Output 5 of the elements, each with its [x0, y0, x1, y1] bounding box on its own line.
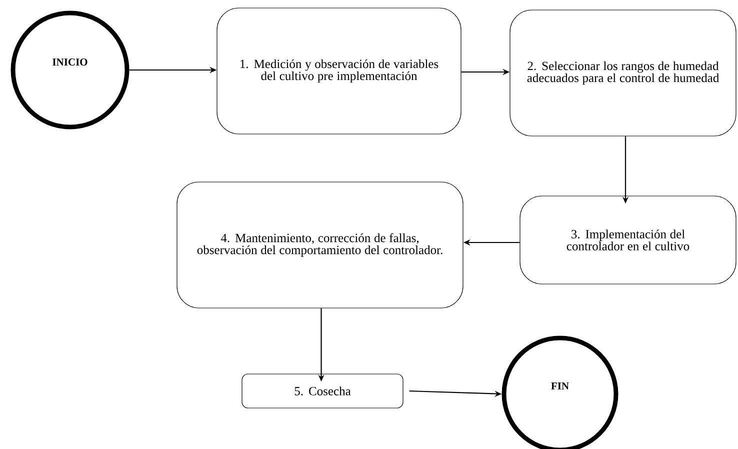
process-box: 5. Cosecha: [242, 374, 404, 408]
process-box: 3. Implementación del controlador en el cultivo: [520, 196, 736, 284]
process-box: 1. Medición y observación de variables del cultivo pre implementación: [216, 8, 462, 134]
process-box: 4. Mantenimiento, corrección de fallas, observación del comportamiento del controlador.: [176, 182, 464, 308]
process-box: 2. Seleccionar los rangos de humedad adecuados para el control de humedad: [510, 10, 736, 136]
